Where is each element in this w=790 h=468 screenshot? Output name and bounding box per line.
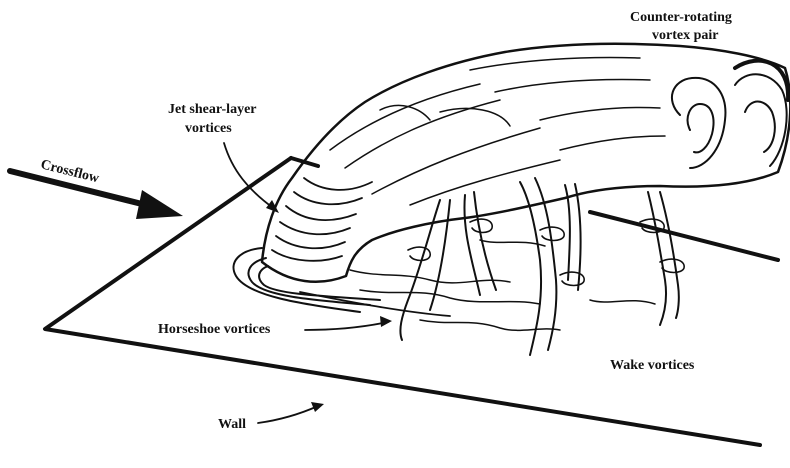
jet-ring-1 bbox=[272, 250, 342, 261]
label-wall: Wall bbox=[218, 417, 246, 432]
wake-strand-7 bbox=[565, 185, 570, 280]
wake-curl-2 bbox=[470, 219, 492, 232]
horseshoe-leader-head bbox=[380, 316, 392, 327]
shear-streak-6 bbox=[495, 80, 650, 93]
wake-curl-6 bbox=[660, 259, 684, 272]
horseshoe-vortices bbox=[234, 248, 450, 316]
jet-plume bbox=[262, 44, 790, 282]
jet-ring-2 bbox=[276, 236, 345, 248]
jet-ring-5 bbox=[294, 192, 362, 204]
counter-rotating-vortex-pair bbox=[672, 61, 788, 168]
shear-streak-10 bbox=[440, 108, 510, 126]
shear-streak-3 bbox=[372, 128, 540, 194]
label-wake: Wake vortices bbox=[610, 358, 695, 373]
label-jet-shear-line2: vortices bbox=[185, 121, 232, 136]
shear-streak-1 bbox=[330, 84, 480, 150]
crossflow-arrowhead bbox=[136, 190, 183, 219]
label-jet-shear-line1: Jet shear-layer bbox=[168, 102, 257, 117]
horseshoe-leader bbox=[305, 322, 388, 330]
wake-texture-1 bbox=[350, 270, 510, 283]
label-horseshoe: Horseshoe vortices bbox=[158, 322, 271, 337]
wake-curl-1 bbox=[408, 247, 430, 260]
wall-leader bbox=[258, 406, 318, 423]
wake-texture-5 bbox=[590, 300, 655, 304]
shear-streak-8 bbox=[560, 136, 665, 150]
wake-curl-4 bbox=[560, 272, 584, 285]
jet-ring-3 bbox=[280, 222, 350, 234]
vortex-left-inner bbox=[688, 104, 714, 152]
wake-strand-10 bbox=[660, 192, 679, 318]
label-counter-rotating-line1: Counter-rotating bbox=[630, 10, 732, 25]
wake-texture-2 bbox=[360, 290, 540, 304]
wake-strand-1 bbox=[400, 200, 440, 340]
wake-strand-3 bbox=[464, 195, 480, 295]
wake-texture-4 bbox=[480, 240, 545, 246]
horseshoe-4 bbox=[300, 292, 450, 316]
jet-ring-4 bbox=[286, 206, 356, 220]
jet-ring-6 bbox=[304, 178, 372, 190]
jet-outline bbox=[262, 44, 790, 282]
shear-streak-5 bbox=[470, 58, 640, 71]
label-counter-rotating-line2: vortex pair bbox=[652, 28, 718, 43]
wall-back-edge-right bbox=[590, 212, 778, 260]
wall-wake-texture bbox=[350, 240, 655, 330]
wake-texture-3 bbox=[420, 320, 560, 330]
wall-leader-head bbox=[311, 402, 324, 412]
shear-streak-7 bbox=[540, 108, 660, 121]
wake-strand-9 bbox=[648, 192, 666, 325]
vortex-left-outer bbox=[672, 78, 725, 168]
vortex-right-inner bbox=[745, 102, 775, 153]
shear-streak-2 bbox=[345, 100, 500, 168]
vortex-right-outer bbox=[735, 74, 787, 166]
